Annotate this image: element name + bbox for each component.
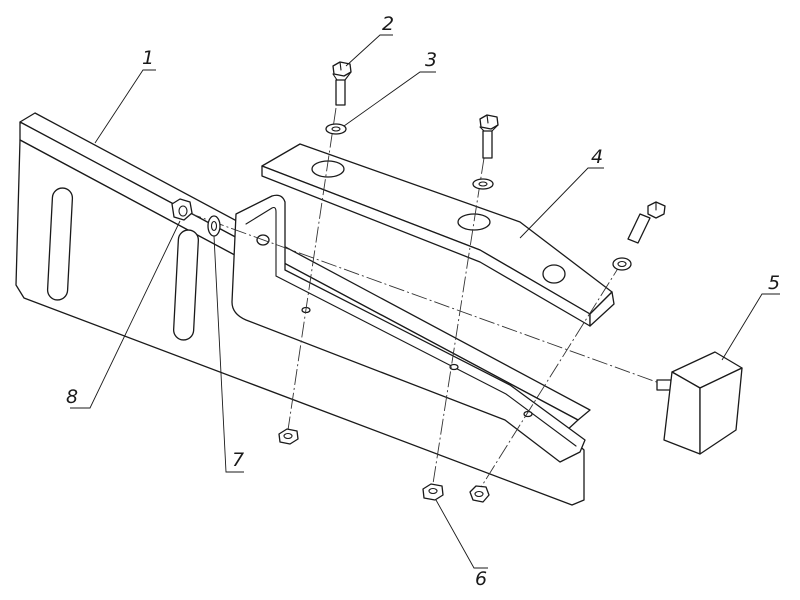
leader-8 [70, 220, 181, 409]
callout-4: 4 [591, 146, 603, 168]
leader-1 [94, 69, 156, 144]
bent-bracket-inner-edge [245, 206, 577, 447]
bolt-2-head [479, 114, 499, 130]
axis-pivot [185, 211, 663, 385]
washer-1 [325, 123, 347, 135]
callout-8: 8 [66, 386, 78, 408]
leader-lines [70, 34, 780, 569]
pivot-washer [207, 215, 221, 237]
callout-3: 3 [425, 49, 437, 71]
top-plate-hole-2 [457, 213, 491, 231]
slot-left [46, 187, 74, 301]
callout-1: 1 [142, 47, 154, 69]
leader-2 [345, 34, 393, 67]
leader-5 [721, 293, 780, 361]
bolt-1-shank [335, 79, 346, 106]
nut-1 [278, 428, 299, 445]
bolt-2-shank [482, 130, 493, 159]
bolt-2 [479, 114, 499, 159]
leader-3 [343, 71, 436, 127]
bent-bracket-body [231, 194, 586, 463]
callout-2: 2 [382, 13, 394, 35]
washer-3 [612, 257, 632, 271]
knob-shaft [656, 379, 672, 391]
nut-3 [469, 485, 490, 503]
axis-bolt-3 [477, 261, 623, 493]
axis-lines [185, 107, 663, 493]
callout-labels: 1 2 3 4 5 6 7 8 [66, 13, 780, 590]
nut-2 [422, 483, 444, 501]
top-plate-end-thickness [589, 291, 615, 327]
washer-2 [472, 178, 494, 190]
slot-right [172, 229, 200, 341]
axis-bolt-2 [431, 157, 485, 491]
callout-5: 5 [768, 272, 780, 294]
bracket-hole-2 [449, 363, 459, 371]
knob-side-face [699, 367, 743, 455]
top-plate [261, 143, 615, 327]
knob [656, 351, 743, 455]
leader-4 [519, 167, 604, 239]
bolt-3 [627, 201, 666, 244]
bolt-3-shank [627, 213, 651, 244]
leader-7 [213, 235, 244, 473]
callout-6: 6 [475, 568, 487, 590]
axis-bolt-1 [287, 107, 337, 431]
callout-7: 7 [232, 449, 244, 471]
spacer-nut [171, 198, 193, 221]
leader-6 [435, 499, 488, 569]
bolt-1 [332, 61, 352, 106]
top-plate-hole-3 [542, 264, 566, 284]
